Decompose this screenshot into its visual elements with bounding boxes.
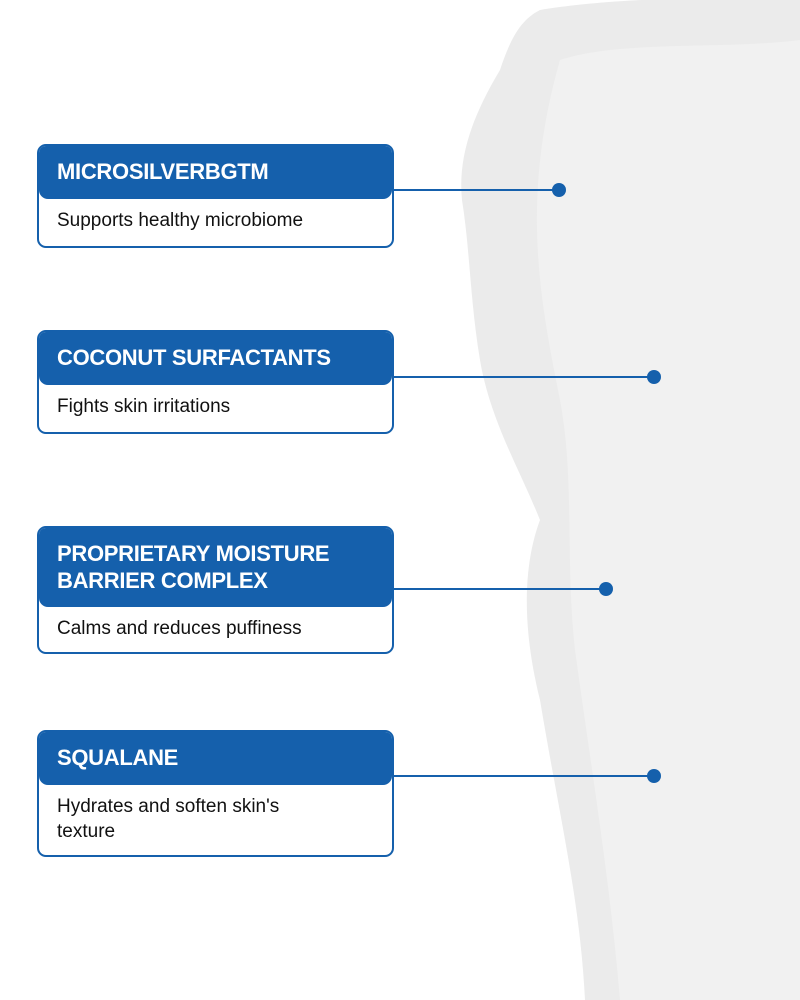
connector-line (394, 376, 654, 378)
connector-line (394, 189, 559, 191)
callout-description: Fights skin irritations (57, 396, 231, 417)
callout-title: COCONUT SURFACTANTS (39, 332, 392, 385)
callout-card-moisture-barrier: PROPRIETARY MOISTURE BARRIER COMPLEX Cal… (37, 526, 394, 654)
callout-card-microsilver: MICROSILVERBGTM Supports healthy microbi… (37, 144, 394, 248)
connector-dot (599, 582, 613, 596)
callout-card-coconut-surfactants: COCONUT SURFACTANTS Fights skin irritati… (37, 330, 394, 434)
connector-dot (647, 769, 661, 783)
callout-card-squalane: SQUALANE Hydrates and soften skin's text… (37, 730, 394, 857)
callout-description: Supports healthy microbiome (57, 210, 304, 231)
connector-line (394, 588, 606, 590)
connector-line (394, 775, 654, 777)
callout-title: MICROSILVERBGTM (39, 146, 392, 199)
callout-description: Calms and reduces puffiness (57, 618, 302, 639)
callout-title: SQUALANE (39, 732, 392, 785)
callout-description: Hydrates and soften skin's texture (57, 796, 280, 842)
callout-title: PROPRIETARY MOISTURE BARRIER COMPLEX (39, 528, 392, 607)
connector-dot (552, 183, 566, 197)
connector-dot (647, 370, 661, 384)
